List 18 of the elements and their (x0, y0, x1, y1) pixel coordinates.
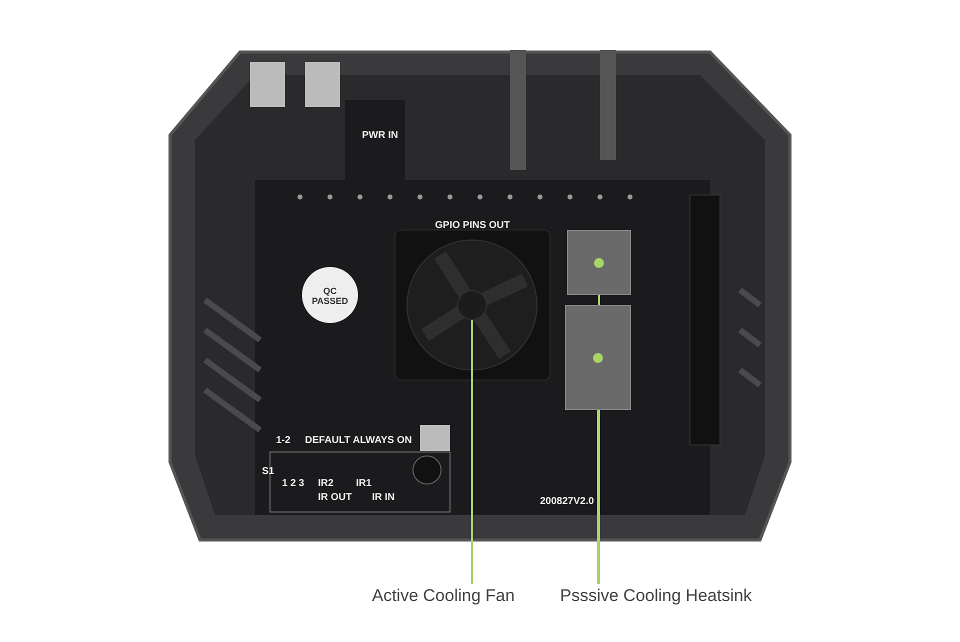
callout-label: Active Cooling Fan (372, 586, 515, 606)
board-label: S1 (262, 466, 274, 477)
board-label: GPIO PINS OUT (435, 220, 510, 231)
leader-line (471, 320, 473, 584)
board-label: 200827V2.0 (540, 496, 594, 507)
leader-line (597, 410, 599, 584)
board-label: 1 2 3 (282, 478, 304, 489)
callout-label: Psssive Cooling Heatsink (560, 586, 752, 606)
board-label: 1-2 (276, 435, 290, 446)
sticker-text: QC PASSED (310, 286, 350, 306)
heatsink-block (565, 305, 631, 410)
board-label: IR IN (372, 492, 395, 503)
heatsink-block (567, 230, 631, 295)
board-label: DEFAULT ALWAYS ON (305, 435, 412, 446)
board-label: PWR IN (362, 130, 398, 141)
board-label: IR OUT (318, 492, 352, 503)
board-label: IR1 (356, 478, 372, 489)
board-label: IR2 (318, 478, 334, 489)
